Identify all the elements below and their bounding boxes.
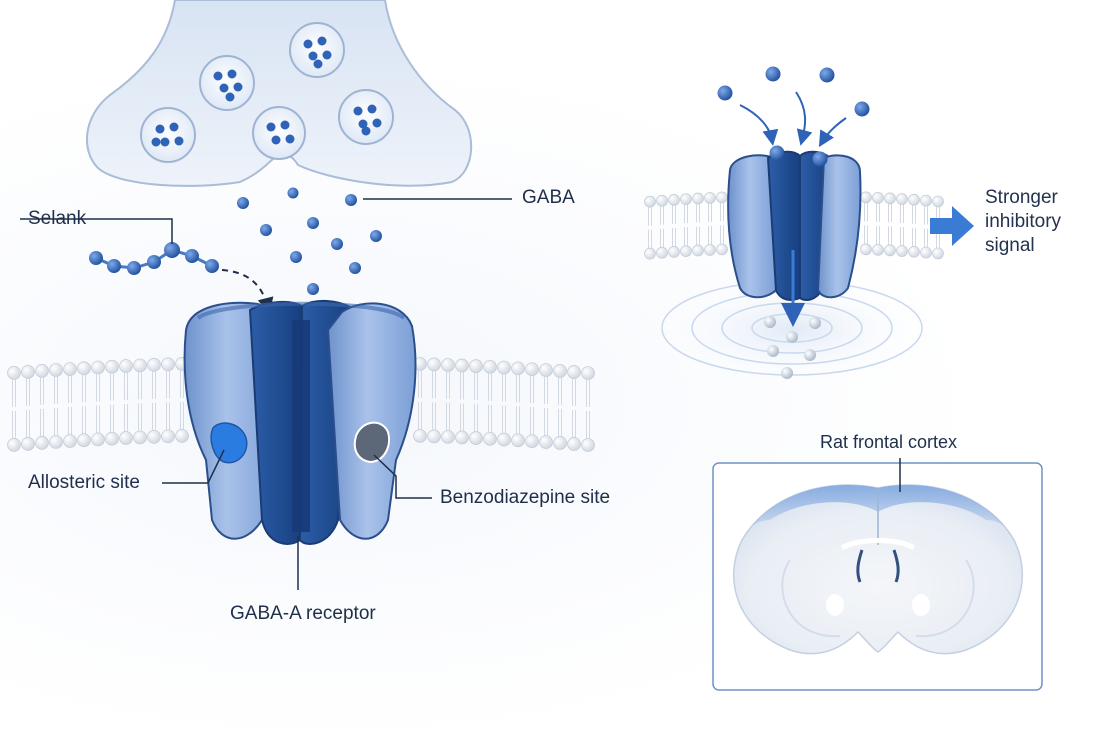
brain-coronal-section <box>733 484 1023 655</box>
gaba-molecules <box>237 187 382 295</box>
selank-binding-arrow <box>221 269 274 314</box>
binding-arrows <box>739 91 847 148</box>
signal-line-2: inhibitory <box>985 210 1062 232</box>
allosteric-leader-line <box>162 449 225 484</box>
vesicle <box>252 106 306 160</box>
signal-line-1: Stronger <box>985 187 1058 208</box>
vesicle <box>338 89 394 145</box>
label-gaba-a-receptor: GABA-A receptor <box>230 603 376 624</box>
benzodiazepine-leader-line <box>373 454 432 499</box>
vesicle <box>199 55 255 111</box>
benzodiazepine-site-pocket <box>353 421 390 464</box>
selank-peptide-chain <box>89 242 219 275</box>
label-allosteric-site: Allosteric site <box>28 472 140 493</box>
signal-arrow-icon <box>930 206 974 246</box>
selank-leader-line <box>20 218 173 244</box>
vesicle <box>140 107 196 163</box>
label-benzodiazepine-site: Benzodiazepine site <box>440 487 611 508</box>
gaba-a-receptor <box>183 300 417 545</box>
label-selank: Selank <box>28 208 87 229</box>
allosteric-site-pocket <box>210 422 248 464</box>
synaptic-vesicles <box>140 22 394 163</box>
vesicle <box>289 22 345 78</box>
label-gaba: GABA <box>522 187 575 208</box>
membrane-bilayer-right <box>644 191 944 260</box>
gaba-molecules-right <box>717 66 870 167</box>
signal-line-3: signal <box>985 234 1035 256</box>
label-rat-frontal-cortex: Rat frontal cortex <box>820 432 958 452</box>
membrane-bilayer-left <box>7 357 595 452</box>
chloride-ions <box>764 316 821 379</box>
label-stronger-inhibitory-signal: Stronger inhibitory signal <box>985 186 1061 257</box>
